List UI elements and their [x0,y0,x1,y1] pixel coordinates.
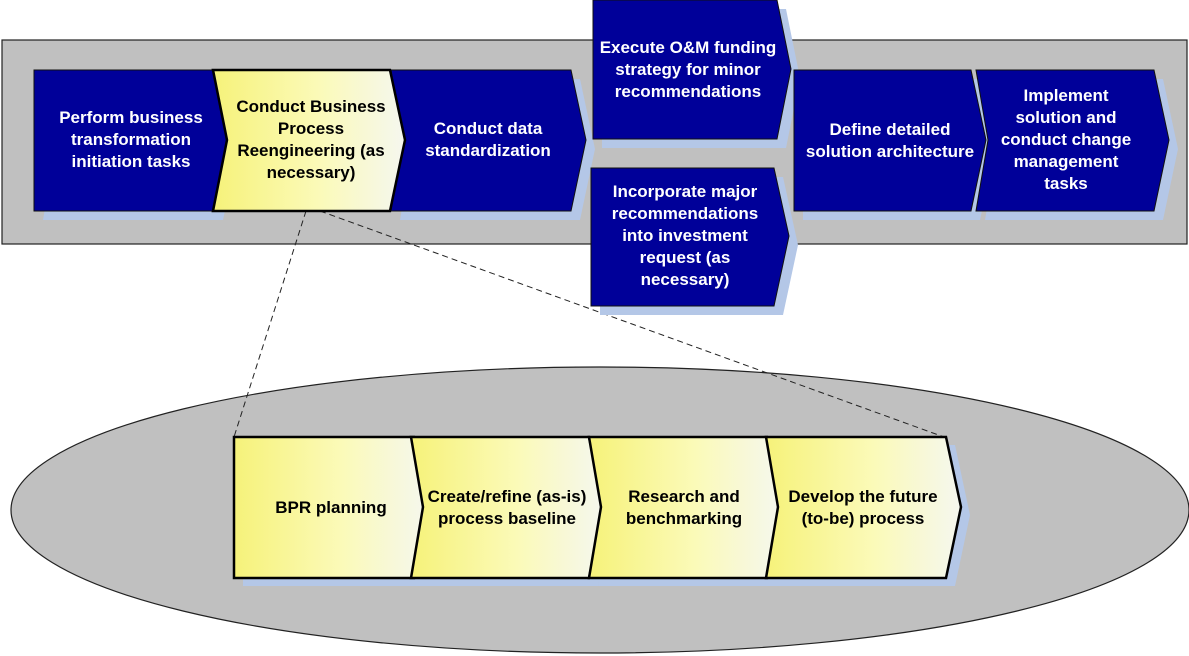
step-implement-solution-shape [975,69,1170,212]
step-incorporate-major-shape [590,167,790,307]
step-define-architecture-shape [793,69,987,212]
zoom-line-right [319,210,945,438]
step-conduct-bpr-shape [211,68,407,213]
step-perform-initiation-shape [33,69,230,212]
step-execute-om-shape [592,0,792,140]
step-bpr-planning-shape [232,435,431,580]
step-baseline-shape [409,435,606,580]
step-future-shape [764,435,963,580]
step-data-standardization-shape [390,69,587,212]
step-research-shape [587,435,784,580]
